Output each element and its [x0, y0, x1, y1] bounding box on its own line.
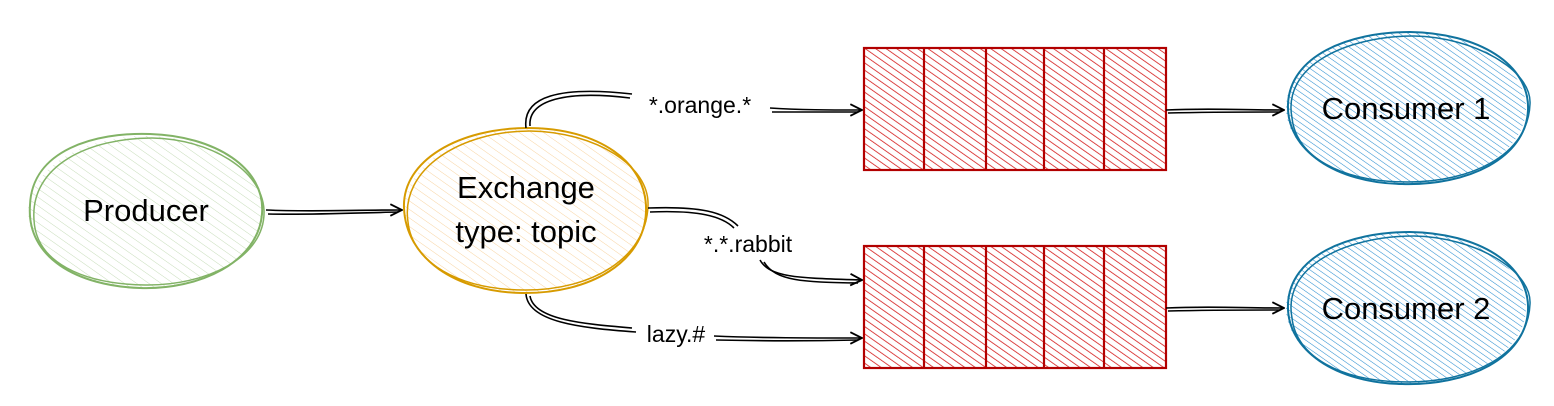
queue-1-slots: [922, 48, 1106, 170]
queue-2-slots: [922, 246, 1106, 368]
edge-exchange-queue1-arrow: [769, 108, 862, 110]
consumer-2-outline-sketch: [1290, 235, 1531, 383]
edge-queue1-consumer1: [1165, 109, 1284, 110]
consumer-2-fill: [1286, 232, 1526, 384]
edges: [265, 90, 1284, 342]
producer-node: Producer: [28, 132, 265, 290]
edge-producer-exchange: [265, 210, 402, 211]
edge-exchange-lazy-curve-sketch: [529, 295, 633, 329]
consumer-1-label: Consumer 1: [1322, 91, 1491, 126]
edge-exchange-queue2-top: [647, 206, 739, 227]
queue-2: [862, 244, 1168, 370]
queue-1-outline: [862, 46, 1168, 172]
consumer-2-node: Consumer 2: [1286, 230, 1531, 386]
exchange-outline-sketch: [406, 130, 649, 291]
queue-1: [862, 46, 1168, 172]
binding-label-orange: *.orange.*: [649, 92, 751, 118]
consumer-2-label: Consumer 2: [1322, 291, 1491, 326]
producer-label: Producer: [83, 193, 209, 228]
consumer-2-outline: [1286, 230, 1530, 386]
consumer-1-node: Consumer 1: [1286, 30, 1531, 186]
producer-fill: [28, 136, 264, 288]
edge-exchange-lazy-curve: [525, 293, 637, 333]
consumer-1-outline-sketch: [1290, 35, 1531, 183]
edge-exchange-queue2-top-sketch: [649, 210, 735, 229]
consumer-1-outline: [1286, 30, 1530, 186]
binding-label-lazy: lazy.#: [647, 321, 706, 347]
exchange-node: Exchange type: topic: [402, 126, 649, 295]
exchange-label-type: type: topic: [455, 214, 596, 249]
queue-2-outline: [862, 244, 1168, 370]
edge-exchange-queue2-bottom: [759, 259, 862, 280]
queue-1-fill: [864, 48, 1166, 170]
exchange-fill: [404, 129, 648, 293]
exchange-label-name: Exchange: [457, 170, 595, 205]
edge-producer-exchange-sketch: [267, 211, 399, 216]
edge-exchange-queue2-bottom-sketch: [763, 261, 859, 284]
edge-exchange-queue1-curve: [525, 90, 633, 129]
edge-exchange-queue1-curve-sketch: [529, 94, 631, 127]
producer-outline: [28, 132, 264, 290]
exchange-outline: [402, 126, 648, 295]
producer-outline-sketch: [33, 137, 265, 286]
edge-queue2-consumer2-sketch: [1167, 309, 1281, 312]
queue-2-fill: [864, 246, 1166, 368]
edge-queue2-consumer2: [1165, 307, 1284, 308]
edge-queue1-consumer1-sketch: [1167, 111, 1281, 114]
edge-exchange-lazy-arrow: [713, 336, 862, 338]
binding-label-rabbit: *.*.rabbit: [704, 231, 793, 257]
edge-exchange-lazy-arrow-sketch: [715, 339, 859, 342]
consumer-1-fill: [1286, 32, 1526, 184]
